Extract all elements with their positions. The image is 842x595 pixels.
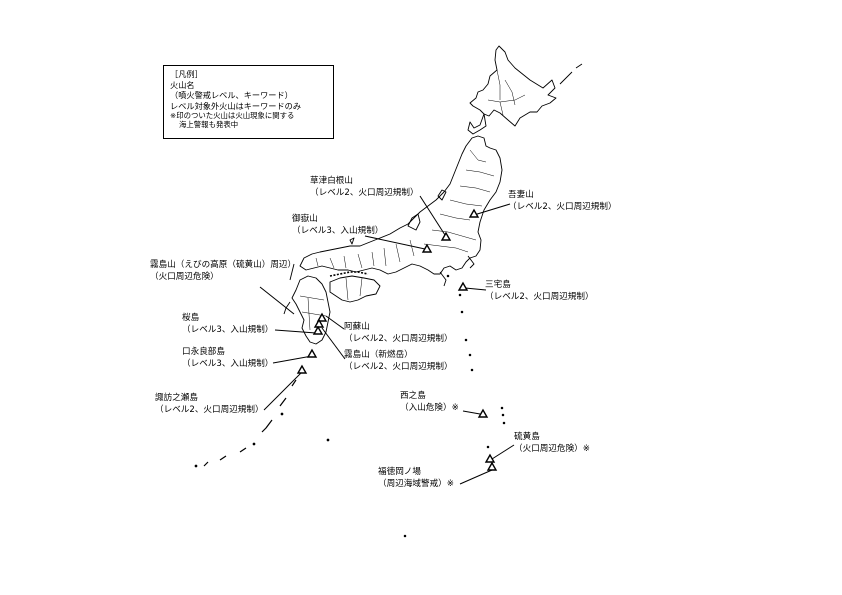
- label-sakurajima: 桜島 （レベル3、入山規制）: [182, 313, 273, 337]
- volcano-name: 草津白根山: [310, 176, 353, 186]
- leader-fukutoku-okanoba: [459, 469, 493, 485]
- label-kirishima-ebino: 霧島山（えびの高原（硫黄山）周辺） （火口周辺危険）: [150, 260, 296, 284]
- volcano-name: 御嶽山: [292, 214, 318, 224]
- leader-ontakesan: [364, 235, 426, 250]
- leader-kirishima-shinmoedake: [321, 327, 346, 360]
- leader-kuchinoerabujima: [272, 355, 313, 364]
- volcano-triangle-icon: [421, 243, 433, 253]
- leader-kusatsu-shirane: [419, 195, 446, 236]
- label-nishinoshima: 西之島 （入山危険）※: [400, 391, 459, 415]
- volcano-status: （レベル3、入山規制）: [292, 225, 384, 236]
- volcano-triangle-icon: [306, 348, 318, 358]
- volcano-markers: [296, 208, 498, 471]
- leader-suwanosejima: [263, 371, 303, 411]
- volcano-status: （火口周辺危険）: [150, 271, 219, 282]
- volcano-status: （レベル2、火口周辺規制）: [155, 404, 264, 415]
- volcano-triangle-icon: [296, 364, 308, 374]
- label-kuchinoerabujima: 口永良部島 （レベル3、入山規制）: [182, 347, 273, 371]
- volcano-status: （レベル2、火口周辺規制）: [310, 187, 419, 198]
- hokkaido-outline: [469, 45, 557, 127]
- map-legend: ［凡例］ 火山名 （噴火警戒レベル、キーワード） レベル対象外火山はキーワードの…: [163, 65, 334, 139]
- volcano-status: （レベル3、入山規制）: [182, 324, 274, 335]
- volcano-status: （レベル2、火口周辺規制）: [485, 291, 594, 302]
- leader-miyakejima: [464, 287, 487, 291]
- honshu-outline: [299, 135, 503, 275]
- label-kirishima-shinmoedake: 霧島山（新燃岳） （レベル2、火口周辺規制）: [344, 350, 453, 374]
- volcano-triangle-icon: [316, 312, 328, 322]
- leader-asosan: [325, 315, 345, 330]
- legend-line-volcano-name: 火山名: [170, 79, 195, 90]
- shikoku-outline: [329, 275, 381, 303]
- label-azumayama: 吾妻山 （レベル2、火口周辺規制）: [508, 190, 617, 214]
- volcano-triangle-icon: [457, 281, 469, 291]
- label-fukutoku-okanoba: 福徳岡ノ場 （周辺海域警戒）※: [378, 467, 454, 491]
- leader-nishinoshima: [462, 410, 481, 415]
- label-miyakejima: 三宅島 （レベル2、火口周辺規制）: [485, 280, 594, 304]
- label-ontakesan: 御嶽山 （レベル3、入山規制）: [292, 214, 383, 238]
- landmass-outlines: [194, 45, 583, 538]
- volcano-name: 霧島山（新燃岳）: [344, 350, 413, 360]
- volcano-status: （レベル2、火口周辺規制）: [344, 361, 453, 372]
- volcano-triangle-icon: [313, 318, 325, 328]
- label-suwanosejima: 諏訪之瀬島 （レベル2、火口周辺規制）: [155, 393, 264, 417]
- volcano-name: 霧島山（えびの高原（硫黄山）周辺）: [150, 260, 297, 270]
- volcano-status: （レベル2、火口周辺規制）: [508, 201, 617, 212]
- volcano-triangle-icon: [440, 231, 452, 241]
- volcano-triangle-icon: [468, 208, 480, 218]
- label-iwoto: 硫黄島 （火口周辺危険）※: [514, 432, 590, 456]
- volcano-status: （周辺海域警戒）※: [378, 478, 454, 489]
- kyushu-outline: [291, 275, 331, 345]
- legend-line-non-level: レベル対象外火山はキーワードのみ: [170, 100, 302, 111]
- volcano-triangle-icon: [477, 408, 489, 418]
- volcano-status: （レベル3、入山規制）: [182, 358, 274, 369]
- leader-lines: [259, 195, 515, 485]
- volcano-triangle-icon: [486, 461, 498, 471]
- volcano-status: （入山危険）※: [400, 402, 459, 413]
- volcano-status: （レベル2、火口周辺規制）: [344, 333, 453, 344]
- volcano-name: 硫黄島: [514, 432, 540, 442]
- volcano-name: 阿蘇山: [344, 322, 370, 332]
- volcano-triangle-icon: [312, 325, 324, 335]
- leader-sakurajima: [274, 329, 317, 334]
- volcano-name: 桜島: [182, 313, 200, 323]
- volcano-name: 諏訪之瀬島: [155, 393, 198, 403]
- label-kusatsu-shirane: 草津白根山 （レベル2、火口周辺規制）: [310, 176, 419, 200]
- volcano-name: 西之島: [400, 391, 426, 401]
- leader-azumayama: [473, 203, 511, 216]
- legend-line-alert-level: （噴火警戒レベル、キーワード）: [170, 90, 293, 101]
- volcano-triangle-icon: [484, 453, 496, 463]
- label-asosan: 阿蘇山 （レベル2、火口周辺規制）: [344, 322, 453, 346]
- volcano-name: 福徳岡ノ場: [378, 467, 421, 477]
- volcano-name: 吾妻山: [508, 190, 534, 200]
- leader-iwoto: [491, 444, 515, 460]
- volcano-name: 口永良部島: [182, 347, 225, 357]
- legend-note-marine-cont: 海上警報も発表中: [179, 120, 239, 130]
- leader-kirishima-ebino: [259, 286, 295, 315]
- volcano-name: 三宅島: [485, 280, 511, 290]
- volcano-status: （火口周辺危険）※: [514, 443, 590, 454]
- legend-note-marine: ※印のついた火山は火山現象に関する: [170, 111, 295, 121]
- legend-title: ［凡例］: [170, 69, 203, 79]
